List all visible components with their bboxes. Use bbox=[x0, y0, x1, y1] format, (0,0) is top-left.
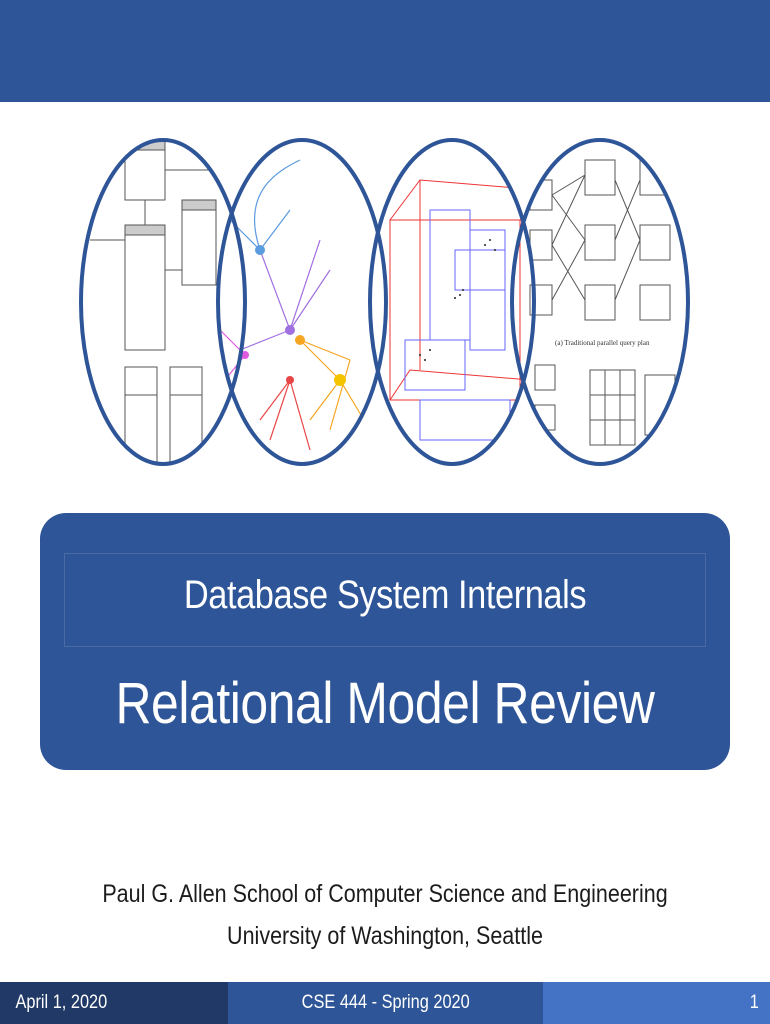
image-collage: (a) Traditional parallel query plan bbox=[79, 138, 690, 466]
header-bar bbox=[0, 0, 770, 102]
page-number: 1 bbox=[750, 992, 760, 1013]
network-graph-image bbox=[219, 159, 371, 451]
slide-subtitle: Relational Model Review bbox=[115, 671, 655, 736]
parallel-query-plan-image: (a) Traditional parallel query plan bbox=[529, 159, 676, 446]
er-diagram-image bbox=[90, 140, 240, 464]
title-box: Database System Internals Relational Mod… bbox=[40, 513, 730, 770]
svg-text:(a) Traditional parallel query: (a) Traditional parallel query plan bbox=[555, 339, 650, 347]
footer-date-section: April 1, 2020 bbox=[0, 982, 228, 1024]
footer-course-section: CSE 444 - Spring 2020 bbox=[228, 982, 543, 1024]
footer-page-section: 1 bbox=[543, 982, 770, 1024]
collage-circle-frames bbox=[79, 138, 690, 466]
footer-date: April 1, 2020 bbox=[15, 992, 108, 1013]
slide-title: Database System Internals bbox=[183, 573, 587, 617]
footer-course: CSE 444 - Spring 2020 bbox=[301, 992, 470, 1013]
affiliation-school: Paul G. Allen School of Computer Science… bbox=[102, 880, 668, 908]
affiliation-university: University of Washington, Seattle bbox=[227, 922, 543, 950]
title-inner-frame bbox=[64, 553, 706, 647]
3d-scatter-image bbox=[389, 179, 534, 441]
footer-bar: April 1, 2020 CSE 444 - Spring 2020 1 bbox=[0, 982, 770, 1024]
